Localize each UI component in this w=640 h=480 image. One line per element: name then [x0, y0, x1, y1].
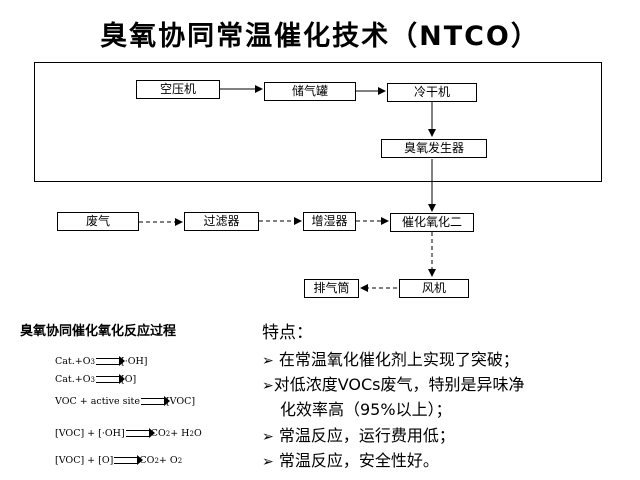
- compressor-box: 空压机: [136, 80, 220, 99]
- waste-gas-box: 废气: [57, 212, 139, 231]
- ozone-supply-frame: [34, 62, 602, 182]
- fan-box: 风机: [399, 279, 469, 298]
- ozone-generator-box: 臭氧发生器: [381, 139, 487, 158]
- features-title: 特点：: [262, 323, 313, 343]
- double-arrow-icon: [114, 455, 144, 465]
- feature-item: ➢ 常温反应，运行费用低；: [262, 426, 455, 445]
- arrow-bullet-icon: ➢: [262, 378, 274, 394]
- humidifier-box: 增湿器: [303, 212, 356, 231]
- chimney-box: 排气筒: [304, 279, 359, 298]
- filter-box: 过滤器: [184, 212, 259, 231]
- double-arrow-icon: [140, 396, 170, 406]
- arrow-bullet-icon: ➢: [262, 454, 274, 470]
- feature-item-continued: 化效率高（95%以上）；: [280, 400, 452, 419]
- reaction-process-title: 臭氧协同催化氧化反应过程: [20, 324, 177, 339]
- arrow-bullet-icon: ➢: [262, 353, 274, 369]
- arrow-bullet-icon: ➢: [262, 429, 274, 445]
- double-arrow-icon: [125, 428, 155, 438]
- reaction-3: VOC + active site [VOC]: [55, 396, 196, 407]
- feature-item: ➢ 在常温氧化催化剂上实现了突破；: [262, 350, 519, 369]
- catalytic-oxidation-box: 催化氧化二: [390, 213, 474, 232]
- feature-item: ➢ 常温反应，安全性好。: [262, 451, 439, 470]
- feature-item: ➢对低浓度VOCs废气，特别是异味净: [262, 375, 525, 394]
- page-title: 臭氧协同常温催化技术（NTCO）: [100, 21, 540, 52]
- gas-tank-box: 储气罐: [264, 82, 356, 101]
- double-arrow-icon: [96, 374, 125, 384]
- double-arrow-icon: [96, 356, 125, 366]
- cold-dryer-box: 冷干机: [387, 83, 477, 102]
